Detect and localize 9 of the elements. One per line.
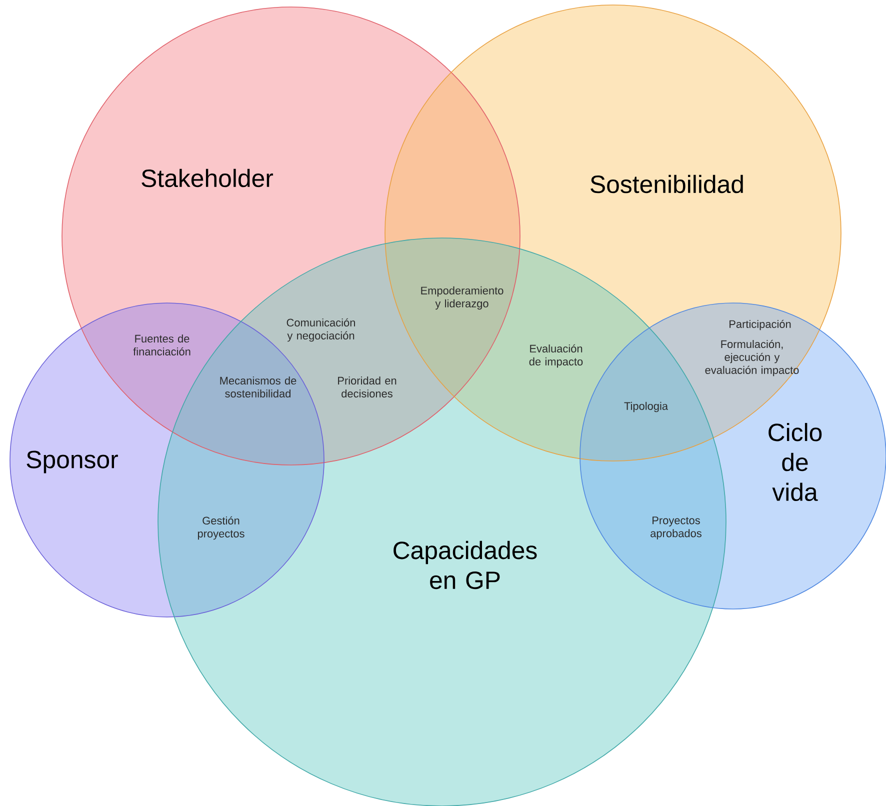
region-label: Gestión proyectos: [198, 516, 244, 540]
region-label: Tipologia: [624, 402, 668, 412]
region-label: Participación: [730, 320, 791, 330]
region-label: Comunicación y negociación: [286, 318, 355, 342]
region-label: Prioridad en decisiones: [338, 376, 396, 398]
region-label: Empoderamiento y liderazgo: [421, 286, 504, 310]
region-label: Proyectos aprobados: [650, 516, 702, 540]
region-label: Mecanismos de sostenibilidad: [220, 376, 296, 398]
region-label: Fuentes de financiación: [133, 334, 190, 356]
